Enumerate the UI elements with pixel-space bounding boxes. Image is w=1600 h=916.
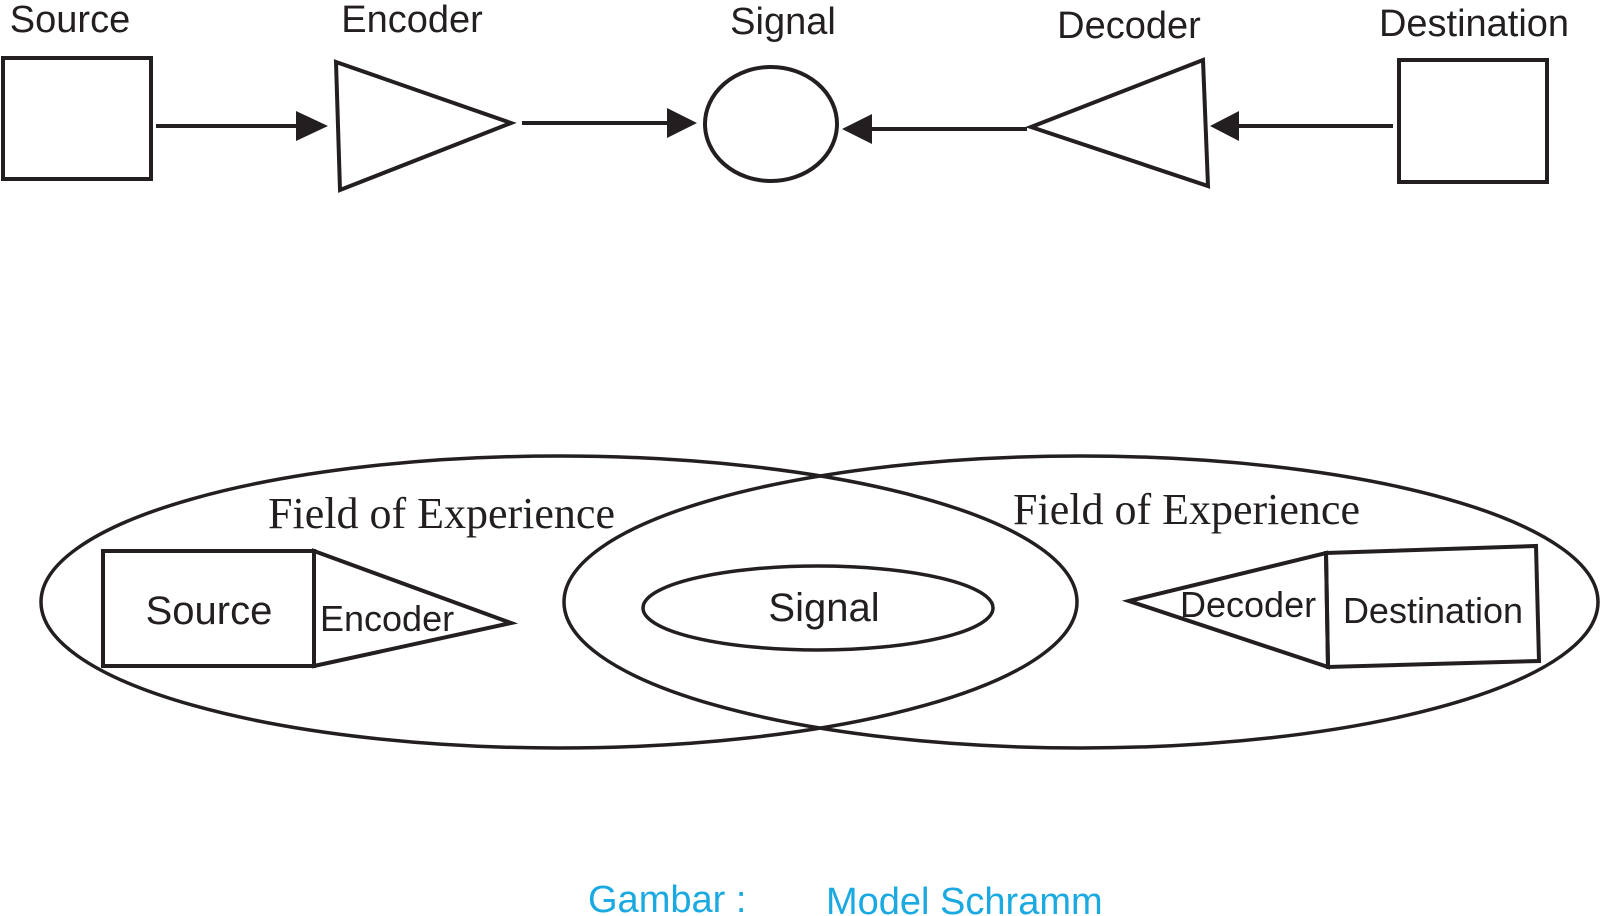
bottom-destination-label: Destination [1343,590,1523,631]
right-field-label: Field of Experience [1013,485,1360,534]
top-source-box [1,56,153,181]
bottom-source-label: Source [146,589,273,633]
bottom-signal-ellipse [641,564,995,652]
caption: Gambar : Model Schramm [588,879,1103,916]
top-signal-label: Signal [730,1,836,43]
top-decoder-triangle [1025,57,1211,189]
bottom-encoder-triangle [312,548,519,669]
top-encoder-label: Encoder [341,0,483,41]
bottom-model: Field of Experience Field of Experience … [39,454,1600,750]
bottom-encoder-label: Encoder [320,598,454,639]
arrow-decoder-to-signal-head [842,114,872,144]
top-source-label: Source [10,0,130,41]
bottom-destination-box [1323,543,1542,670]
arrow-encoder-to-signal-head [667,108,697,138]
top-model: Source Encoder Signal Decoder Destinatio… [1,0,1569,193]
top-signal-ellipse [703,65,839,183]
arrow-source-to-encoder-head [296,111,328,141]
arrow-destination-to-decoder-head [1210,111,1239,141]
top-destination-label: Destination [1379,3,1569,45]
top-encoder-triangle [333,59,517,193]
right-field-of-experience-ellipse [562,454,1600,750]
top-decoder-label: Decoder [1057,5,1201,47]
caption-title: Model Schramm [826,881,1103,916]
left-field-label: Field of Experience [268,489,615,538]
bottom-signal-label: Signal [768,586,879,630]
left-field-of-experience-ellipse [39,454,1079,750]
top-destination-box [1397,58,1549,184]
caption-prefix: Gambar : [588,879,746,916]
bottom-decoder-label: Decoder [1180,584,1316,625]
